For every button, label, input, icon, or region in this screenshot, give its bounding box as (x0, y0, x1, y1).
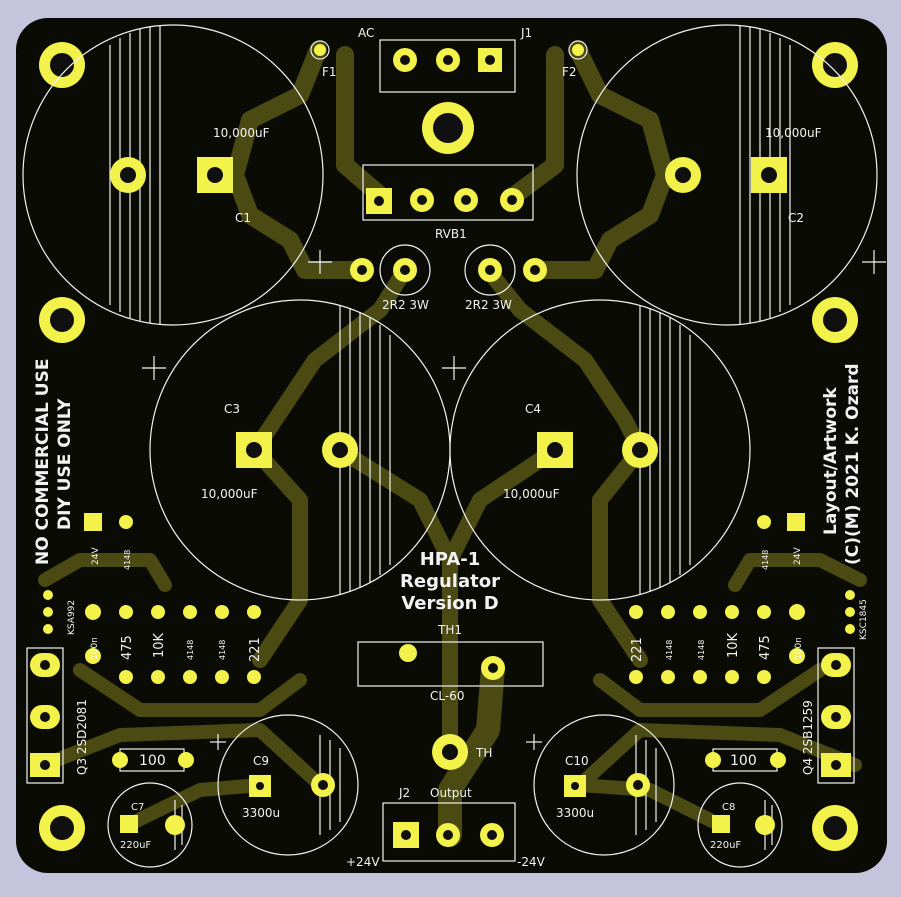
label-100n-left: 100n (90, 637, 100, 660)
label-r221-right: 221 (630, 637, 645, 662)
label-d1-left: 4148 (186, 640, 195, 660)
label-plus24: +24V (346, 855, 380, 869)
label-c7-value: 220uF (120, 840, 151, 851)
label-d1-right: 4148 (697, 640, 706, 660)
label-c4-value: 10,000uF (503, 487, 560, 501)
label-c1-value: 10,000uF (213, 126, 270, 140)
label-c3: C3 (224, 402, 240, 416)
label-r100-left: 100 (139, 753, 166, 769)
label-r221-left: 221 (248, 637, 263, 662)
label-minus24: -24V (517, 855, 546, 869)
label-th: TH (475, 746, 492, 760)
label-output: Output (430, 786, 472, 800)
label-q-left-small: KSA992 (67, 600, 77, 635)
label-th1: TH1 (437, 623, 462, 637)
label-c2-value: 10,000uF (765, 126, 822, 140)
label-q4: Q4 2SB1259 (801, 700, 815, 775)
label-ac: AC (358, 26, 374, 40)
label-c3-value: 10,000uF (201, 487, 258, 501)
label-z-right: 24V (793, 547, 803, 565)
right-note-1: Layout/Artwork (821, 387, 841, 535)
label-c4: C4 (525, 402, 541, 416)
label-r475-right: 475 (758, 635, 773, 660)
label-j2: J2 (398, 786, 410, 800)
label-d2-left: 4148 (218, 640, 227, 660)
label-r-right: 2R2 3W (465, 298, 512, 312)
c4-outline (449, 299, 751, 601)
label-d-left-small: 4148 (123, 550, 132, 570)
left-note-1: NO COMMERCIAL USE (33, 359, 53, 565)
capacitor-outlines (22, 24, 878, 868)
label-c8-value: 220uF (710, 840, 741, 851)
label-rvb1: RVB1 (435, 227, 467, 241)
label-c2: C2 (788, 211, 804, 225)
left-note-2: DIY USE ONLY (55, 398, 75, 530)
label-c8: C8 (722, 802, 735, 813)
label-c7: C7 (131, 802, 144, 813)
label-r-left: 2R2 3W (382, 298, 429, 312)
title-line3: Version D (401, 593, 498, 614)
label-r10k-right: 10K (726, 632, 741, 658)
c7-outline (107, 782, 193, 868)
label-q3: Q3 2SD2081 (75, 699, 89, 775)
label-r100-right: 100 (730, 753, 757, 769)
label-r475-left: 475 (120, 635, 135, 660)
label-j1: J1 (520, 26, 532, 40)
title-line2: Regulator (400, 571, 500, 592)
label-c9-value: 3300u (242, 806, 280, 820)
label-c1: C1 (235, 211, 251, 225)
label-z-left: 24V (91, 547, 101, 565)
label-c9: C9 (253, 754, 269, 768)
label-f2: F2 (562, 65, 577, 79)
right-note-2: (C)(M) 2021 K. Ozard (843, 363, 863, 565)
title-line1: HPA-1 (420, 549, 481, 570)
c8-outline (697, 782, 783, 868)
c2-outline (576, 24, 878, 326)
label-q-right-small: KSC1845 (859, 599, 869, 640)
label-r10k-left: 10K (152, 632, 167, 658)
label-d2-right: 4148 (665, 640, 674, 660)
c9-outline (217, 714, 359, 856)
label-d-right-small: 4148 (761, 550, 770, 570)
pcb-board (16, 18, 887, 873)
mounting-holes (39, 42, 858, 851)
c1-outline (22, 24, 324, 326)
label-c10: C10 (565, 754, 589, 768)
copper-traces (37, 41, 867, 847)
label-cl60: CL-60 (430, 689, 464, 703)
label-c10-value: 3300u (556, 806, 594, 820)
label-f1: F1 (322, 65, 337, 79)
c10-outline (533, 714, 675, 856)
label-100n-right: 100n (794, 637, 804, 660)
